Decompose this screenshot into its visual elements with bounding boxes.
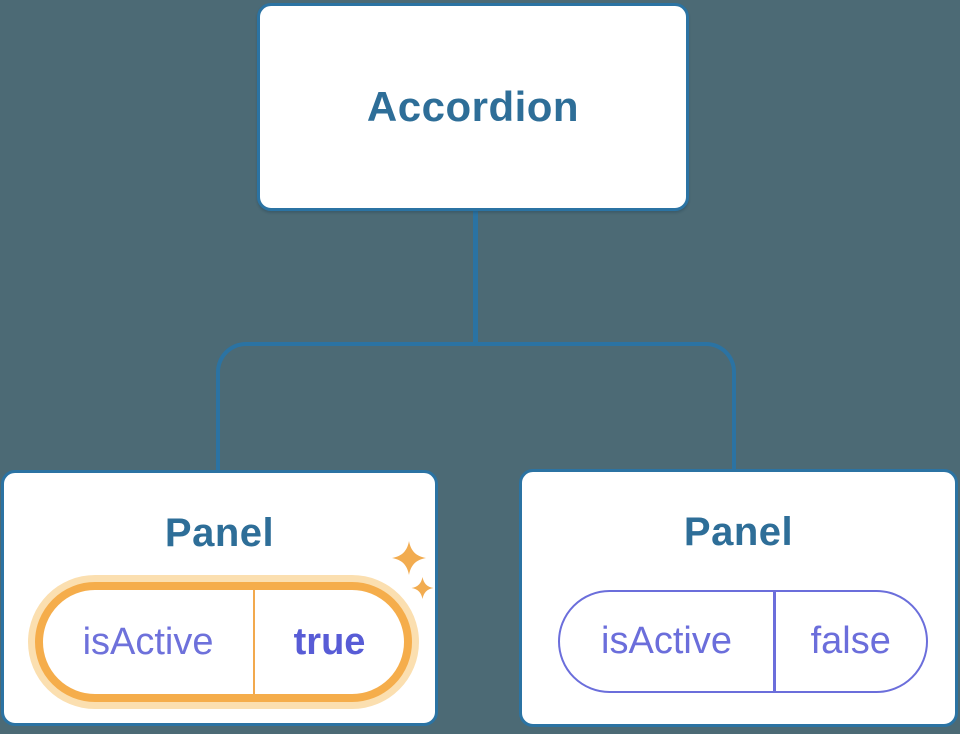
state-pill-inactive: isActive false bbox=[558, 590, 928, 693]
panel-node-title: Panel bbox=[164, 511, 275, 555]
panel-node-active: Panel isActive true bbox=[1, 470, 438, 726]
state-pill-divider bbox=[773, 592, 776, 691]
state-value-label: true bbox=[293, 620, 366, 663]
state-pill-divider bbox=[253, 590, 256, 694]
state-name-label: isActive bbox=[601, 620, 732, 662]
accordion-node: Accordion bbox=[257, 3, 689, 211]
panel-node-title: Panel bbox=[683, 510, 794, 554]
state-pill-active: isActive true bbox=[35, 582, 412, 702]
state-name-label: isActive bbox=[82, 620, 214, 663]
state-value-label: false bbox=[810, 620, 891, 662]
tree-connector-branches bbox=[216, 342, 736, 472]
sparkles-icon bbox=[392, 541, 434, 599]
panel-node-inactive: Panel isActive false bbox=[519, 469, 958, 727]
tree-connector-stem bbox=[473, 211, 478, 344]
accordion-node-label: Accordion bbox=[366, 83, 580, 130]
